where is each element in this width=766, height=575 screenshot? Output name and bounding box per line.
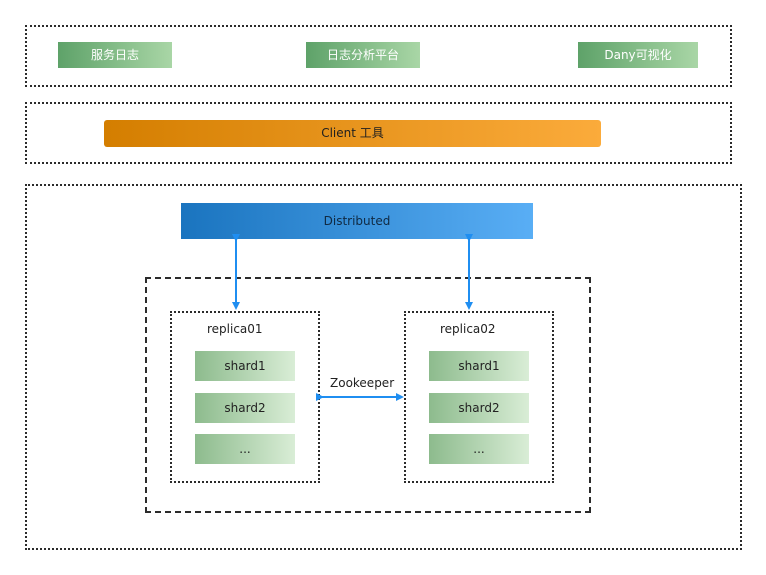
- replica01-label: replica01: [207, 322, 263, 336]
- replica02-shard-1: shard1: [429, 351, 529, 381]
- service-chip-dany-visualization: Dany可视化: [578, 42, 698, 68]
- cluster-container: [145, 277, 591, 513]
- service-chip-logs: 服务日志: [58, 42, 172, 68]
- replica02-shard-more: ...: [429, 434, 529, 464]
- distributed-section: [25, 184, 742, 550]
- replica02-box: [404, 311, 554, 483]
- replica01-shard-more: ...: [195, 434, 295, 464]
- service-chip-log-analysis: 日志分析平台: [306, 42, 420, 68]
- client-section: [25, 102, 732, 164]
- zookeeper-label: Zookeeper: [330, 376, 395, 390]
- replica01-shard-1: shard1: [195, 351, 295, 381]
- distributed-table-bar: Distributed: [181, 203, 533, 239]
- client-tool-bar: Client 工具: [104, 120, 601, 147]
- services-section: [25, 25, 732, 87]
- replica02-label: replica02: [440, 322, 496, 336]
- replica02-shard-2: shard2: [429, 393, 529, 423]
- replica01-shard-2: shard2: [195, 393, 295, 423]
